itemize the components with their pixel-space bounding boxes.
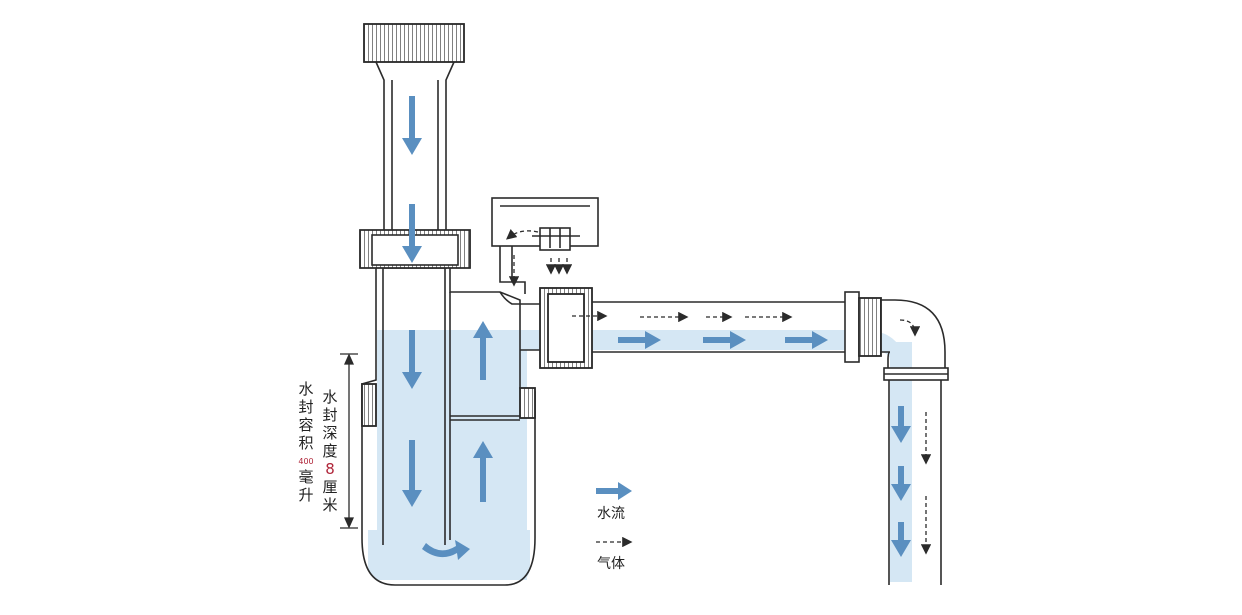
seal-volume-value: 400	[298, 457, 313, 466]
seal-volume-char: 容	[298, 416, 313, 434]
legend-water-arrow	[596, 482, 632, 500]
legend-water-label: 水流	[597, 506, 625, 522]
seal-volume-char: 水	[298, 380, 313, 398]
gas-arrow	[506, 229, 539, 240]
legend-gas-label: 气体	[597, 556, 625, 572]
water-fill	[368, 330, 912, 582]
water-arrow	[402, 440, 422, 507]
gas-arrow	[899, 319, 921, 337]
seal-depth-unit-char: 米	[322, 496, 337, 514]
water-arrow	[703, 331, 746, 349]
seal-volume-unit-char: 升	[298, 486, 313, 504]
water-arrow	[422, 540, 470, 560]
air-valve	[491, 197, 599, 294]
seal-depth-char: 深	[322, 424, 337, 442]
water-arrow	[402, 204, 422, 263]
seal-depth-unit-char: 厘	[322, 478, 337, 496]
water-arrow	[891, 406, 911, 443]
seal-volume-char: 封	[298, 398, 313, 416]
outlet-pipe	[592, 291, 949, 585]
seal-depth-label: 水 封 深 度 8 厘 米	[322, 388, 337, 514]
water-arrow	[402, 330, 422, 389]
legend: 水流 气体	[597, 506, 625, 572]
water-arrow	[891, 522, 911, 557]
water-arrow	[473, 321, 493, 380]
seal-volume-char: 积	[298, 434, 313, 452]
water-arrow	[473, 441, 493, 502]
seal-depth-char: 封	[322, 406, 337, 424]
water-flow-arrows	[402, 96, 911, 560]
seal-depth-dimension	[340, 353, 358, 529]
seal-volume-label: 水 封 容 积 400 毫 升	[298, 380, 313, 504]
seal-depth-value: 8	[325, 460, 335, 478]
seal-depth-char: 度	[322, 442, 337, 460]
gas-flow-arrows	[506, 229, 932, 555]
seal-depth-char: 水	[322, 388, 337, 406]
water-arrow	[785, 331, 828, 349]
water-arrow	[891, 466, 911, 501]
water-arrow	[402, 96, 422, 155]
seal-volume-unit-char: 毫	[298, 468, 313, 486]
water-arrow	[618, 331, 661, 349]
